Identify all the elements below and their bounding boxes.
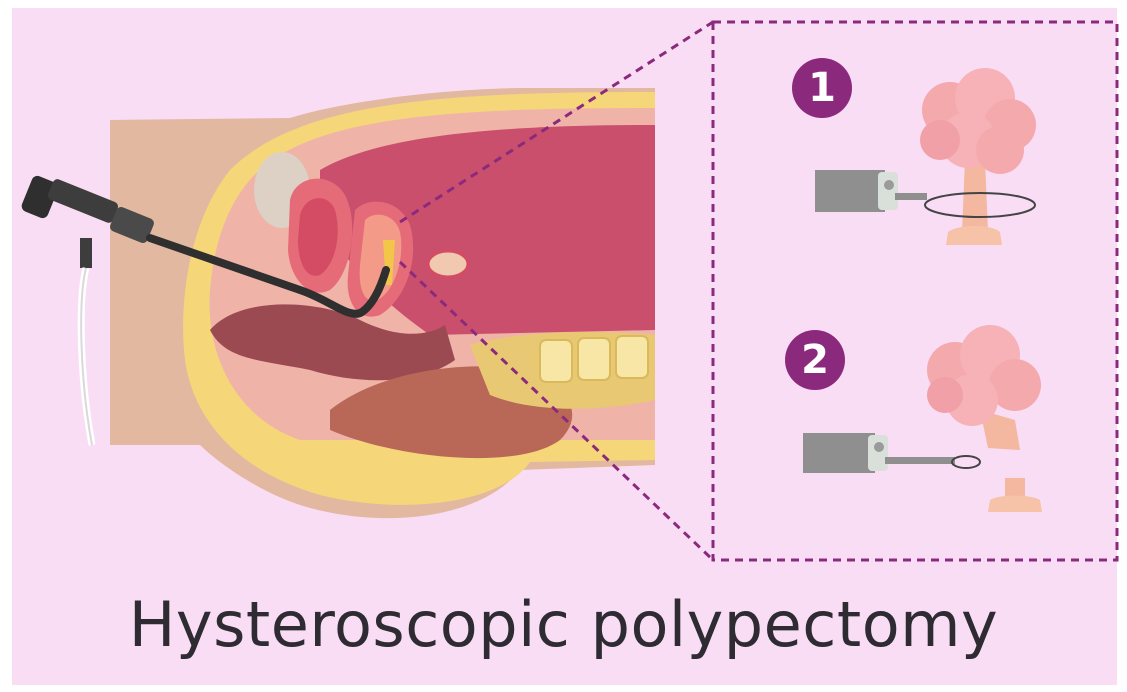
vertebra-2 xyxy=(578,338,610,380)
step-1-badge: 1 xyxy=(792,58,852,118)
vertebra-1 xyxy=(540,340,572,382)
instrument-body xyxy=(815,170,885,212)
page-title: Hysteroscopic polypectomy xyxy=(0,588,1127,661)
vertebra-3 xyxy=(616,336,648,378)
instrument-body-2 xyxy=(803,433,875,473)
step-2-badge: 2 xyxy=(785,330,845,390)
ovary xyxy=(428,251,468,277)
